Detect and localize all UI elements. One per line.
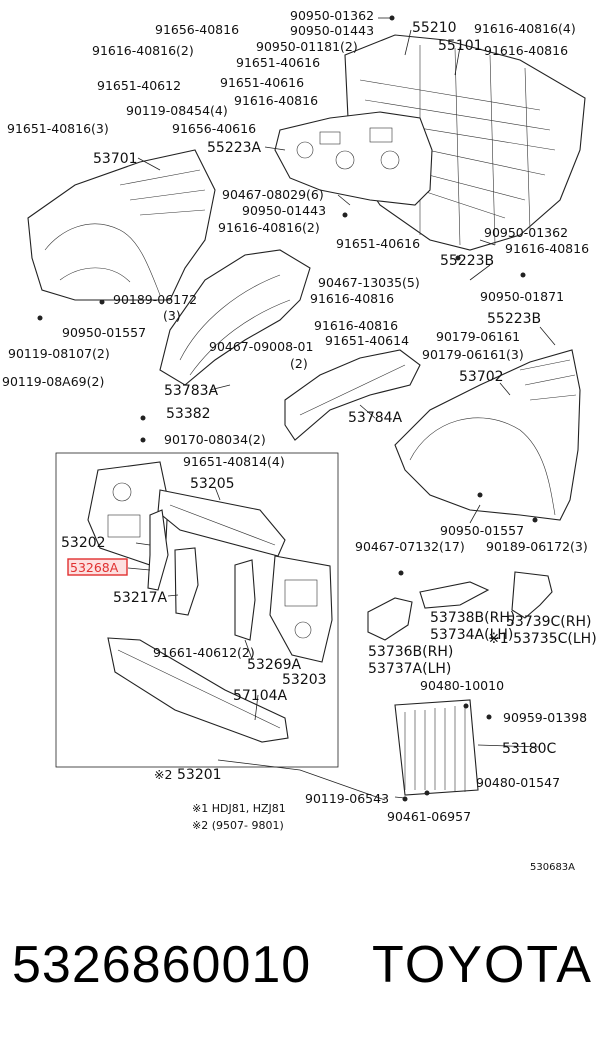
label-16[interactable]: 55223A <box>207 140 262 156</box>
wheelhouse-53783A <box>159 249 311 386</box>
label-47[interactable]: 53202 <box>61 535 106 551</box>
label-65[interactable]: 90480-01547 <box>476 775 560 790</box>
label-62[interactable]: 57104A <box>233 688 288 704</box>
label-38[interactable]: (2) <box>290 356 308 371</box>
brace-53269A <box>234 559 256 641</box>
inset-frame <box>55 452 339 768</box>
label-18[interactable]: 90467-08029(6) <box>222 187 324 202</box>
label-6[interactable]: 91616-40816(2) <box>92 43 194 58</box>
label-46[interactable]: 53205 <box>190 476 235 492</box>
label-30[interactable]: 55223B <box>487 311 541 327</box>
label-11[interactable]: 91651-40616 <box>220 75 304 90</box>
part-number: 5326860010 <box>12 936 312 994</box>
highlight-box <box>67 558 128 576</box>
label-21[interactable]: 91616-40816(2) <box>218 220 320 235</box>
label-51[interactable]: 53217A <box>113 590 168 606</box>
apron-53702 <box>394 349 581 521</box>
parts-diagram: 90950-01362 91656-40816 55210 91616-4081… <box>2 8 597 873</box>
note-1: ※1 HDJ81, HZJ81 <box>192 802 286 815</box>
label-35[interactable]: 90467-09008-01 <box>209 339 313 354</box>
label-20[interactable]: 90950-01362 <box>484 225 568 240</box>
note-2: ※2 (9507- 9801) <box>192 819 284 832</box>
label-13[interactable]: 91616-40816 <box>234 93 318 108</box>
label-66[interactable]: ※2 <box>154 767 172 782</box>
side-support-53203 <box>269 555 333 663</box>
label-22[interactable]: 91651-40616 <box>336 236 420 251</box>
seal-53738B <box>419 581 490 609</box>
upper-support-53205 <box>157 489 286 557</box>
label-61[interactable]: 90480-10010 <box>420 678 504 693</box>
label-43[interactable]: 53784A <box>348 410 403 426</box>
label-49[interactable]: 90467-07132(17) <box>355 539 465 554</box>
label-52[interactable]: 53738B(RH) <box>430 610 515 626</box>
callout-labels: 90950-01362 91656-40816 55210 91616-4081… <box>2 8 597 873</box>
brace-53268A <box>147 509 169 591</box>
label-9[interactable]: 91651-40616 <box>236 55 320 70</box>
brand-name: TOYOTA <box>372 936 593 994</box>
shield-53180C <box>394 699 479 796</box>
label-4[interactable]: 90950-01443 <box>290 23 374 38</box>
bracket-53784A <box>284 349 421 441</box>
label-36[interactable]: 91651-40614 <box>325 333 409 348</box>
label-53[interactable]: 53739C(RH) <box>506 614 592 630</box>
label-5[interactable]: 55101 <box>438 38 483 54</box>
brace-53217A <box>174 547 199 616</box>
label-23[interactable]: 91616-40816 <box>505 241 589 256</box>
label-31[interactable]: 90950-01557 <box>62 325 146 340</box>
label-33[interactable]: 90179-06161 <box>436 329 520 344</box>
label-68[interactable]: 90119-06543 <box>305 791 389 806</box>
label-58[interactable]: 53269A <box>247 657 302 673</box>
label-45[interactable]: 91651-40814(4) <box>183 454 285 469</box>
label-15[interactable]: 91656-40616 <box>172 121 256 136</box>
label-54[interactable]: 53734A(LH) <box>430 627 513 643</box>
label-39[interactable]: 90119-08A69(2) <box>2 374 104 389</box>
label-12[interactable]: 90119-08454(4) <box>126 103 228 118</box>
label-50[interactable]: 90189-06172(3) <box>486 539 588 554</box>
image-code: 530683A <box>530 862 575 873</box>
label-2[interactable]: 55210 <box>412 20 457 36</box>
label-25[interactable]: 90467-13035(5) <box>318 275 420 290</box>
label-1[interactable]: 91656-40816 <box>155 22 239 37</box>
label-57[interactable]: 53736B(RH) <box>368 644 453 660</box>
label-8[interactable]: 91616-40816 <box>484 43 568 58</box>
leader-lines <box>127 17 556 801</box>
label-37[interactable]: 90179-06161(3) <box>422 347 524 362</box>
label-27[interactable]: (3) <box>163 308 181 323</box>
label-40[interactable]: 53783A <box>164 383 219 399</box>
seal-53739C <box>511 571 553 619</box>
label-24[interactable]: 55223B <box>440 253 494 269</box>
label-56[interactable]: 91661-40612(2) <box>153 645 255 660</box>
label-63[interactable]: 90959-01398 <box>503 710 587 725</box>
apron-53701 <box>27 149 216 301</box>
seal-53736B <box>367 597 413 641</box>
label-7[interactable]: 90950-01181(2) <box>256 39 358 54</box>
label-59[interactable]: 53737A(LH) <box>368 661 451 677</box>
label-60[interactable]: 53203 <box>282 672 327 688</box>
label-28[interactable]: 91616-40816 <box>310 291 394 306</box>
label-10[interactable]: 91651-40612 <box>97 78 181 93</box>
label-0[interactable]: 90950-01362 <box>290 8 374 23</box>
product-footer: 5326860010 TOYOTA <box>0 935 600 1015</box>
label-64[interactable]: 53180C <box>502 741 557 757</box>
label-17[interactable]: 53701 <box>93 151 138 167</box>
label-26[interactable]: 90189-06172 <box>113 292 197 307</box>
highlighted-part-label[interactable]: 53268A <box>70 560 119 575</box>
fasteners <box>37 15 538 802</box>
label-3[interactable]: 91616-40816(4) <box>474 21 576 36</box>
label-34[interactable]: 90119-08107(2) <box>8 346 110 361</box>
label-42[interactable]: 53382 <box>166 406 211 422</box>
label-41[interactable]: 53702 <box>459 369 504 385</box>
label-32[interactable]: 91616-40816 <box>314 318 398 333</box>
label-14[interactable]: 91651-40816(3) <box>7 121 109 136</box>
label-48[interactable]: 90950-01557 <box>440 523 524 538</box>
dash-insulator-55223A <box>274 111 433 206</box>
label-67[interactable]: 53201 <box>177 767 222 783</box>
label-55[interactable]: ※1 53735C(LH) <box>488 631 597 647</box>
label-44[interactable]: 90170-08034(2) <box>164 432 266 447</box>
label-19[interactable]: 90950-01443 <box>242 203 326 218</box>
label-29[interactable]: 90950-01871 <box>480 289 564 304</box>
lower-support-57104A <box>107 637 289 743</box>
label-69[interactable]: 90461-06957 <box>387 809 471 824</box>
